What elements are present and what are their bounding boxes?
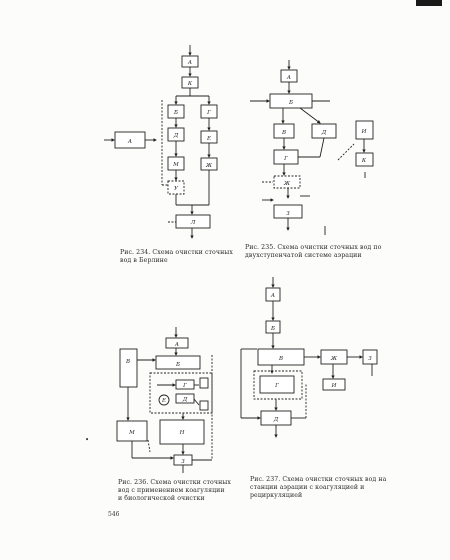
fig234-box-g-label: Г	[206, 110, 211, 116]
fig236-box-n-label: Н	[179, 430, 185, 436]
fig234-side-box-label: А	[127, 139, 132, 145]
fig235-box-d-label: Д	[321, 130, 327, 136]
fig236-circle-e-label: Е	[161, 398, 166, 404]
fig236-box-z-label: З	[181, 459, 185, 465]
page-corner-mark	[416, 0, 442, 6]
caption-line: станции аэрации с коагуляцией и	[250, 484, 365, 491]
fig237-box-a-label: А	[270, 293, 275, 299]
figure-caption-234: Рис. 234. Схема очистки сточных вод в Бе…	[120, 249, 240, 265]
fig237-box-i-label: И	[331, 383, 337, 389]
fig235-box-zh-label: Ж	[283, 181, 291, 187]
fig237-box-g-label: Г	[274, 383, 279, 389]
fig234-box-zh-label: Ж	[205, 163, 213, 169]
caption-line: и биологической очистки	[118, 495, 205, 502]
fig236-box-d-label: Д	[182, 397, 188, 403]
caption-line: рециркуляцией	[250, 492, 303, 499]
fig236-box-a-label: А	[174, 342, 179, 348]
fig234-box-e-label: Е	[206, 136, 211, 142]
fig236-box-m-label: М	[128, 430, 135, 436]
fig236-box-b-label: Б	[175, 362, 180, 368]
figure-caption-237: Рис. 237. Схема очистки сточных вод на с…	[250, 476, 400, 500]
caption-line: вод в Берлине	[120, 257, 168, 264]
flowchart-fig234	[104, 45, 218, 239]
figure-caption-235: Рис. 235. Схема очистки сточных вод по д…	[245, 244, 395, 260]
flowchart-fig237	[240, 277, 378, 438]
fig235-box-a-label: А	[286, 75, 291, 81]
fig235-box-k-label: К	[361, 158, 367, 164]
figure-caption-236: Рис. 236. Схема очистки сточных вод с пр…	[118, 479, 238, 503]
caption-line: двухступенчатой системе аэрации	[245, 252, 362, 259]
fig234-box-m-label: М	[172, 162, 179, 168]
fig237-box-z-label: З	[368, 356, 372, 362]
page-number: 546	[108, 511, 120, 518]
fig234-box-a-label: А	[187, 60, 192, 66]
flowchart-fig236	[116, 327, 213, 473]
fig234-box-u-label: У	[174, 186, 179, 192]
fig237-box-v-label: В	[278, 356, 283, 362]
fig235-box-z-label: З	[286, 211, 290, 217]
fig236-box-v-label: В	[125, 359, 130, 365]
flowchart-fig235	[250, 60, 374, 235]
fig237-box-d-label: Д	[273, 417, 279, 423]
margin-mark: •	[85, 436, 90, 444]
fig235-box-g-label: Г	[283, 156, 288, 162]
caption-line: Рис. 234. Схема очистки сточных	[120, 249, 233, 256]
fig237-box-b-label: Б	[270, 326, 275, 332]
fig234-box-b-label: Б	[173, 110, 178, 116]
caption-line: Рис. 237. Схема очистки сточных вод на	[250, 476, 387, 483]
fig234-box-d-label: Д	[173, 133, 179, 139]
caption-line: Рис. 235. Схема очистки сточных вод по	[245, 244, 382, 251]
fig236-box-g-label: Г	[182, 383, 187, 389]
fig235-box-v-label: В	[281, 130, 286, 136]
caption-line: вод с применением коагуляции	[118, 487, 225, 494]
fig235-box-b-label: Б	[288, 100, 293, 106]
fig234-box-k-label: К	[187, 81, 193, 87]
fig235-box-i-label: И	[361, 129, 367, 135]
fig237-box-zh-label: Ж	[330, 356, 338, 362]
fig234-box-l-label: Л	[190, 220, 196, 226]
caption-line: Рис. 236. Схема очистки сточных	[118, 479, 231, 486]
